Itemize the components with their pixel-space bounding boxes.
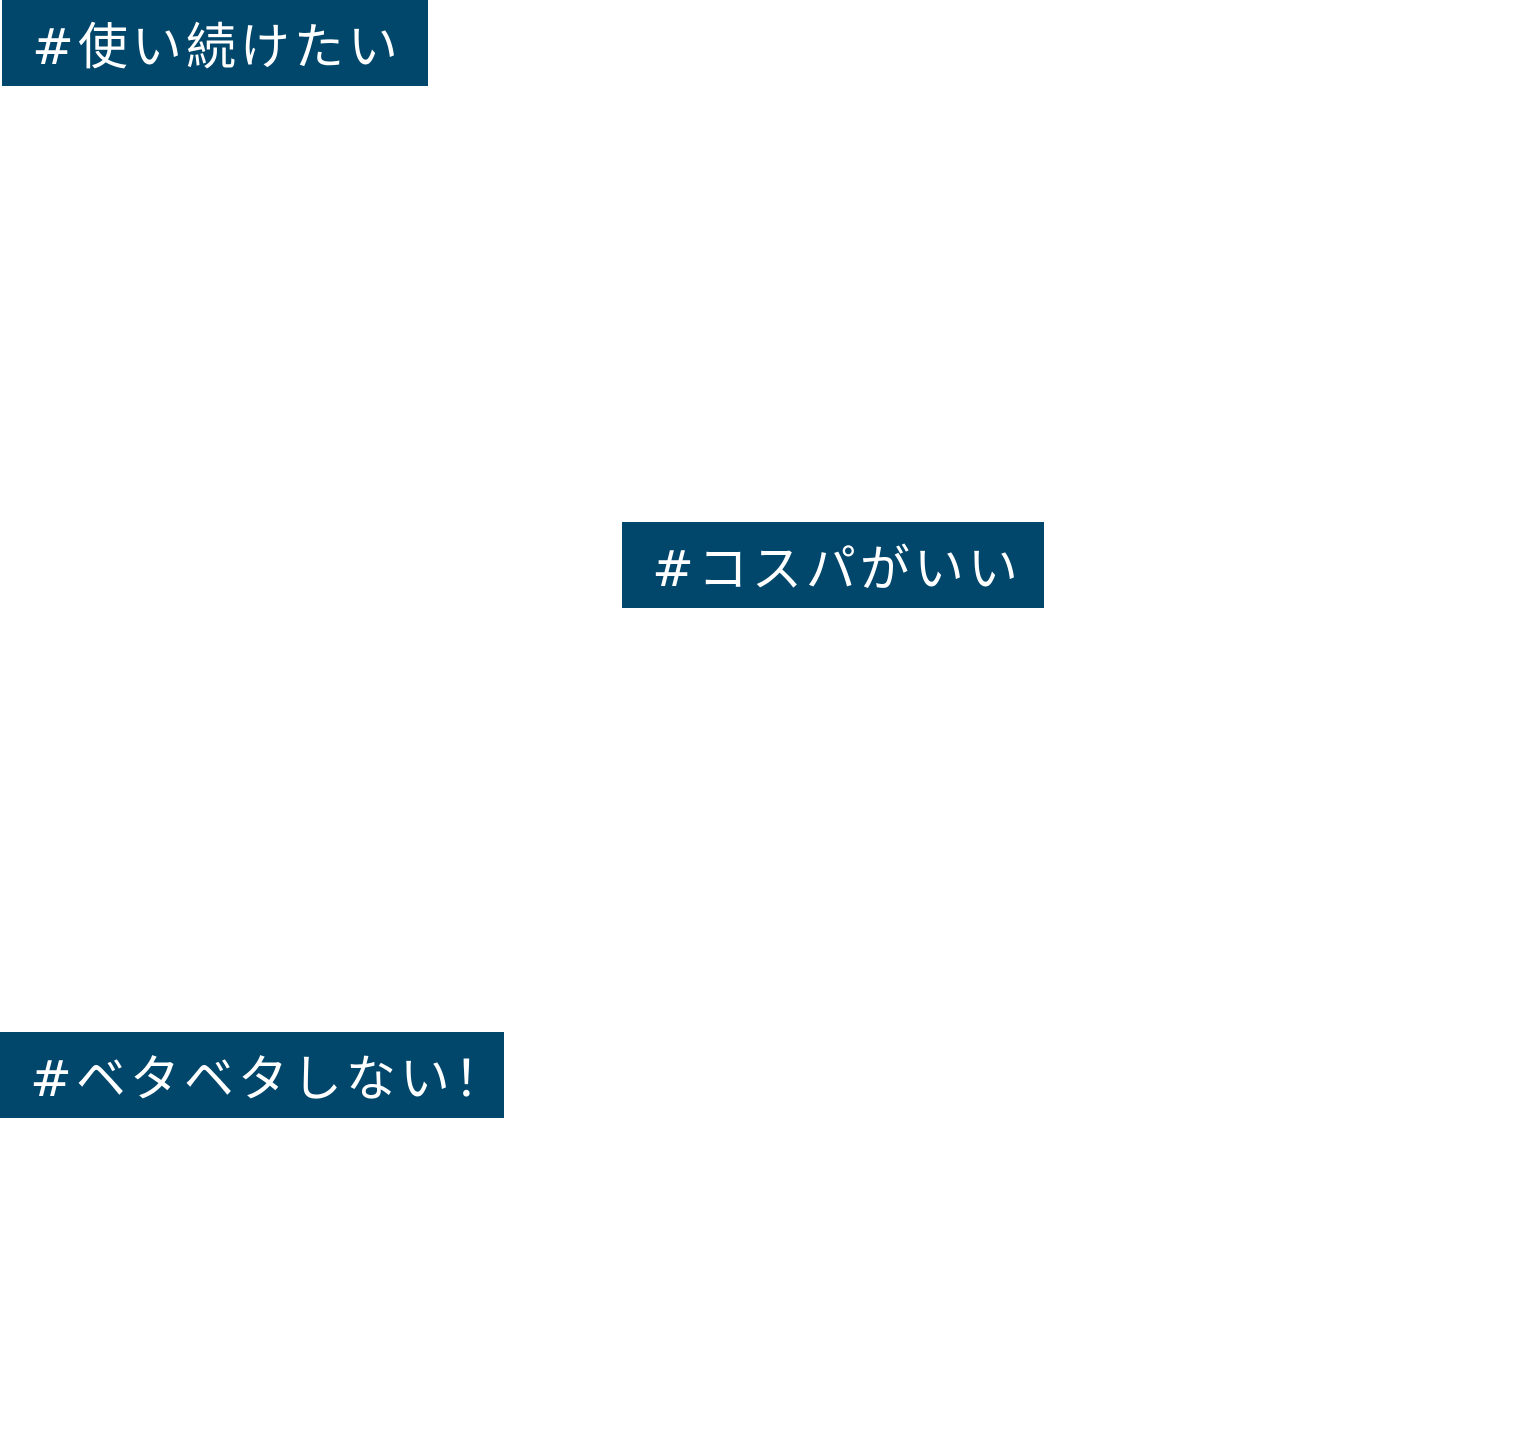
hashtag-label-cost-performance: #コスパがいい: [622, 522, 1044, 608]
hashtag-label-keep-using: #使い続けたい: [2, 0, 428, 86]
hashtag-label-not-sticky: #ベタベタしない！: [0, 1032, 504, 1118]
